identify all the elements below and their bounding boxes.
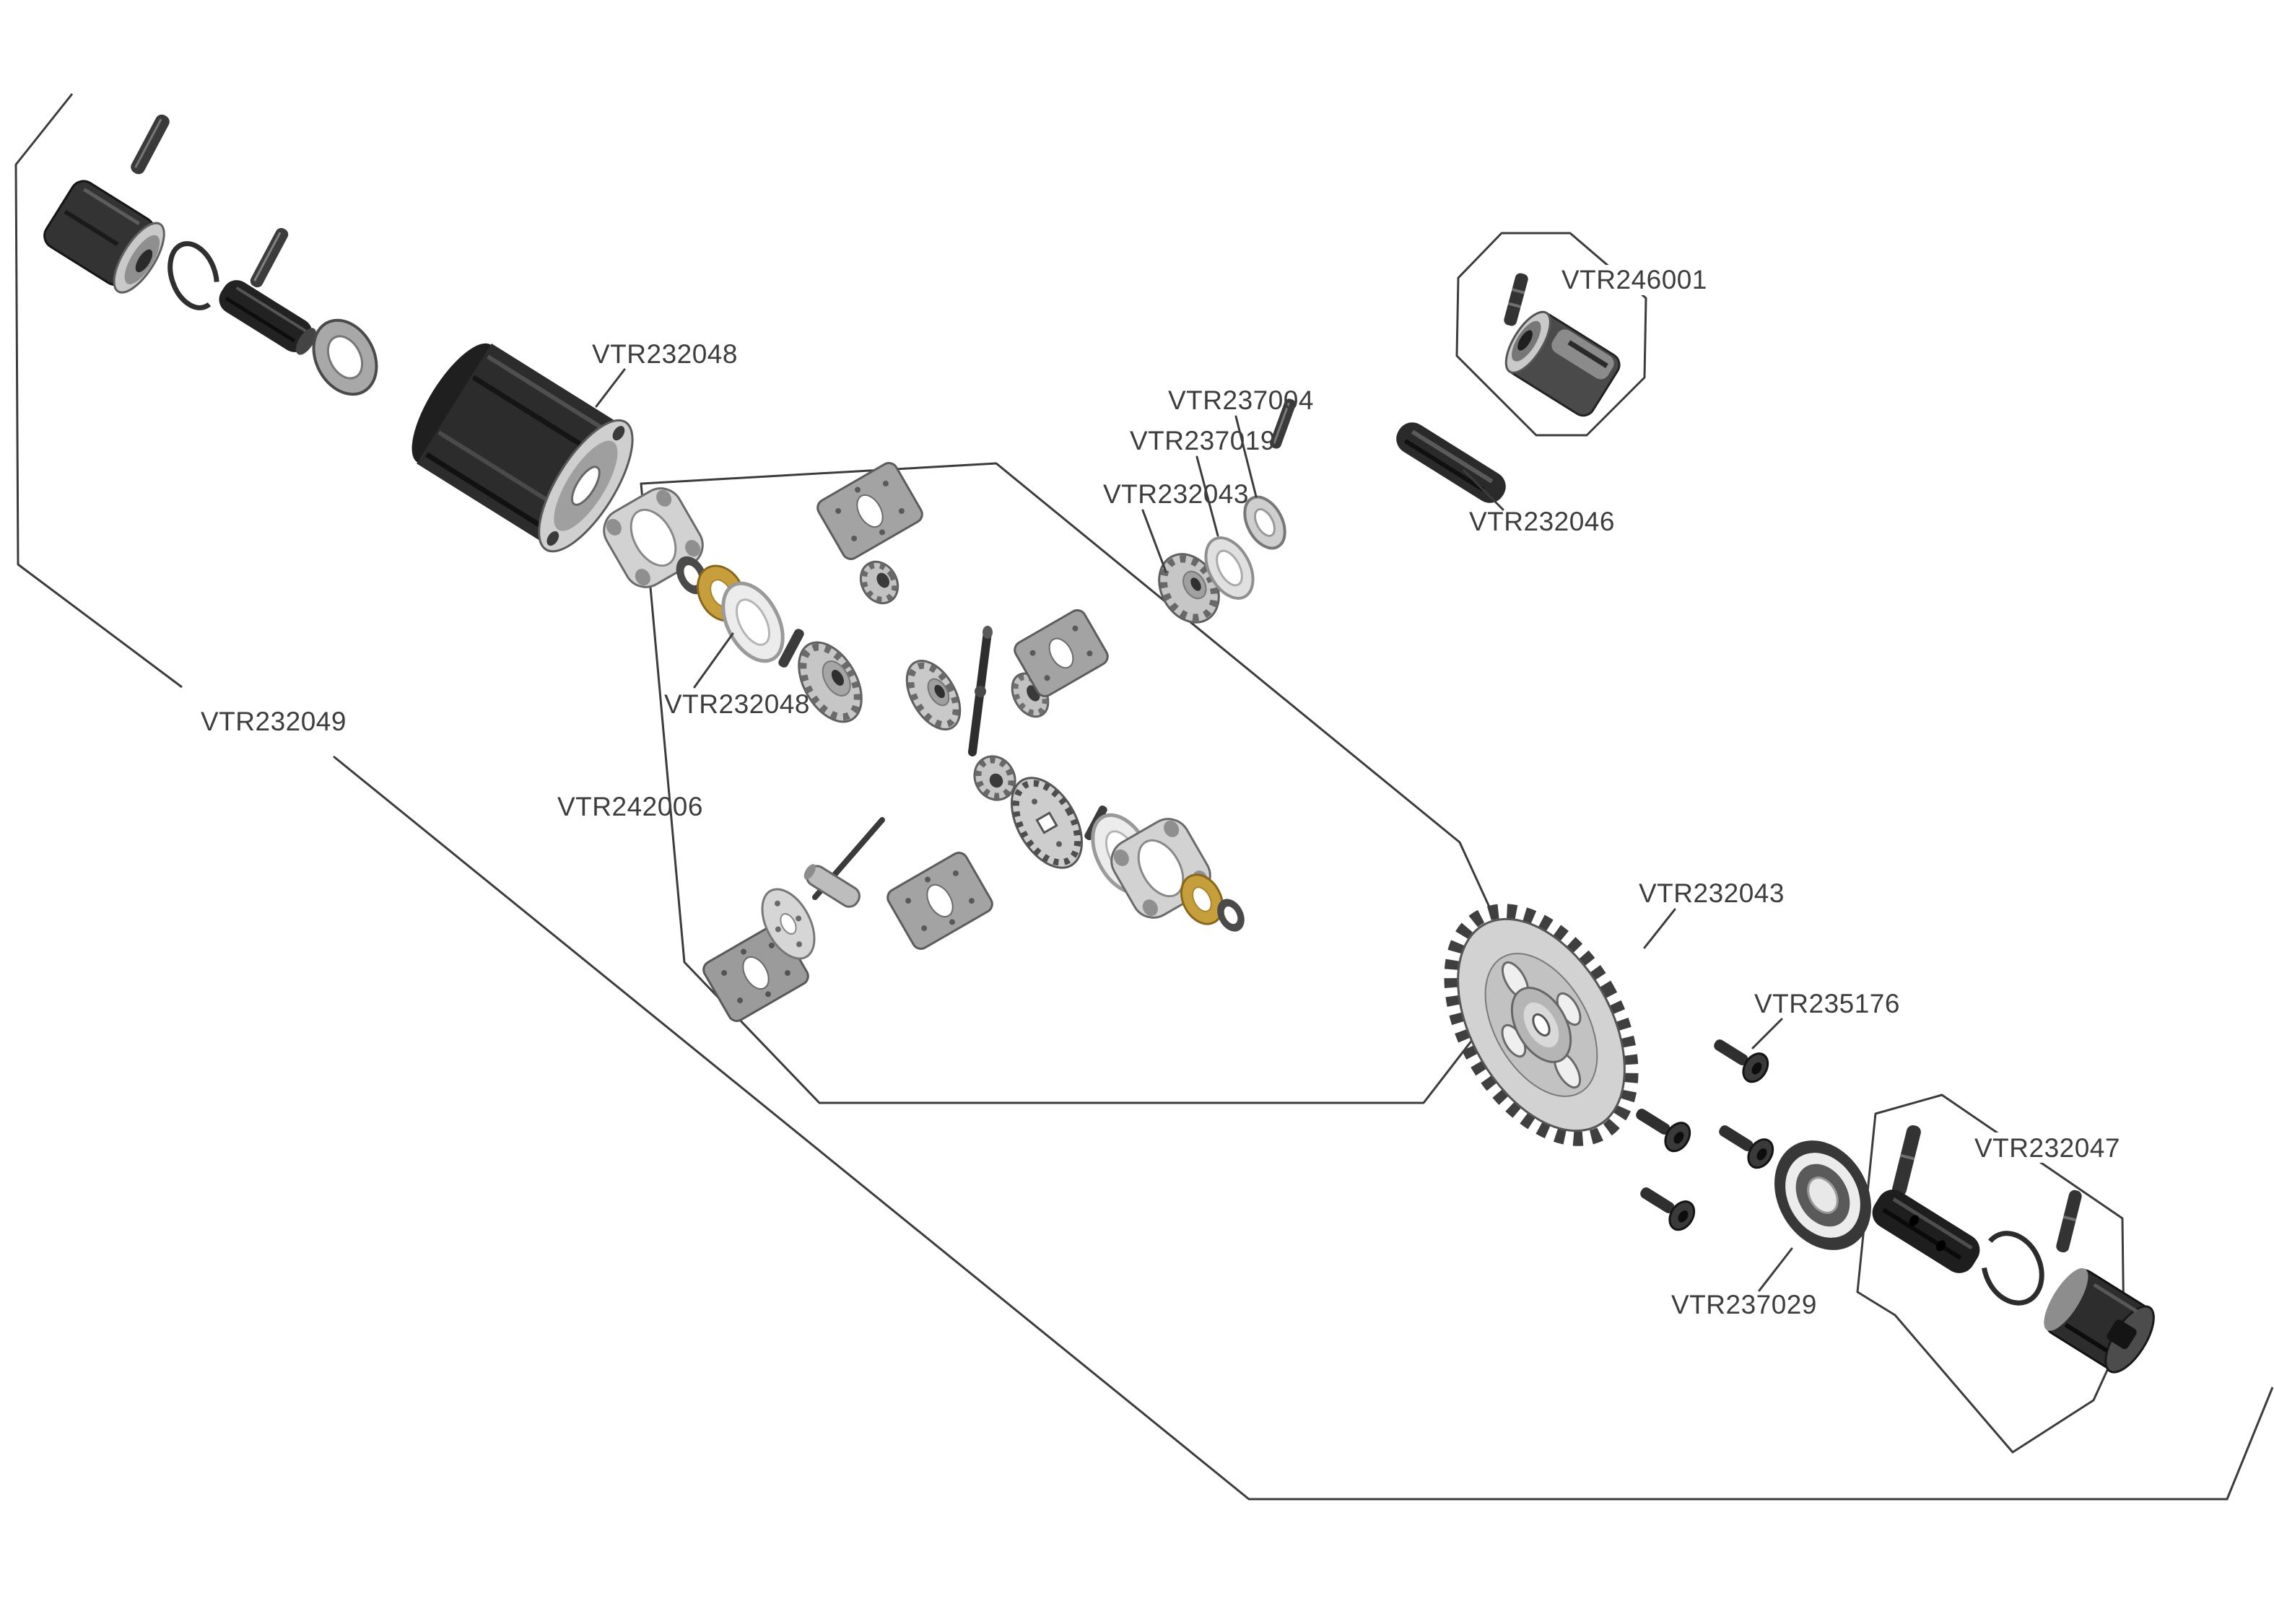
outer-assembly-outline-left: [14, 93, 183, 689]
metal-spacer-ring-left: [312, 318, 378, 396]
part-label-vtr232043-gear: VTR232043: [1639, 878, 1785, 908]
part-label-vtr237019: VTR237019: [1130, 426, 1276, 455]
leader-vtr232048-center: [693, 632, 734, 689]
washer-vtr237019: [1204, 536, 1255, 600]
ball-bearing-vtr237029: [1774, 1140, 1871, 1250]
cross-plate-top: [816, 462, 923, 560]
part-label-vtr232049: VTR232049: [201, 707, 347, 736]
sun-gear-disc: [1010, 777, 1084, 869]
flathead-screw-4: [1640, 1187, 1696, 1231]
part-label-vtr237029: VTR237029: [1671, 1290, 1817, 1319]
cross-plate-right: [1014, 609, 1109, 697]
label-mask-vtr232047: [1967, 1132, 2115, 1163]
leader-vtr237029: [1758, 1247, 1793, 1292]
dowel-pin-right-mid: [1270, 398, 1296, 449]
leader-vtr232048-top: [595, 368, 626, 408]
dowel-pin-top-left: [131, 114, 170, 175]
outdrive-coupler-right: [2044, 1267, 2155, 1374]
label-mask-vtr246001: [1554, 265, 1702, 295]
outdrive-coupler-left: [43, 180, 165, 294]
cross-pin-shaft: [968, 626, 993, 756]
cross-plate-center-bottom: [886, 852, 993, 950]
leader-vtr237019: [1195, 455, 1219, 537]
spline-coupler-shaft: [1872, 1189, 1980, 1273]
leader-vtr232043-bevel: [1141, 509, 1167, 573]
part-label-vtr232047: VTR232047: [1974, 1133, 2120, 1163]
diff-housing-drum: [411, 343, 634, 553]
bevel-pinion-top: [859, 560, 899, 605]
leader-vtr237004: [1234, 415, 1258, 498]
snap-ring-bottom-right: [1981, 1231, 2044, 1306]
spider-end-plate-left: [603, 487, 704, 588]
outer-assembly-outline-right: [333, 755, 2274, 1501]
bevel-input-gear: [1158, 553, 1220, 624]
part-label-vtr232048-top: VTR232048: [592, 339, 738, 369]
part-label-vtr232043-bevel: VTR232043: [1103, 479, 1249, 509]
leader-vtr232043-gear: [1643, 908, 1676, 949]
part-label-vtr246001: VTR246001: [1561, 265, 1707, 294]
flathead-screw-3: [1719, 1125, 1774, 1169]
shim-gold-right: [1180, 873, 1224, 925]
round-shim-plate: [761, 888, 816, 960]
part-label-vtr237004: VTR237004: [1168, 385, 1314, 415]
outdrive-cup-vtr246001: [1504, 310, 1621, 417]
part-label-vtr235176: VTR235176: [1754, 989, 1900, 1018]
part-label-vtr242006: VTR242006: [557, 792, 703, 821]
set-screw-vtr246001: [1504, 273, 1528, 326]
input-shaft-pin-vtr232046: [1396, 422, 1506, 503]
washer-dark-right: [1217, 899, 1245, 932]
dowel-pin-top-left-2: [250, 227, 289, 288]
part-label-vtr232048-center: VTR232048: [664, 689, 810, 719]
leader-vtr232046: [1463, 469, 1504, 511]
flathead-screw-2: [1636, 1109, 1691, 1153]
drive-shaft-stub-left: [219, 280, 316, 355]
bevel-side-gear-large: [798, 641, 863, 723]
label-mask-vtr232049: [189, 706, 341, 738]
flathead-screw-1: [1714, 1039, 1769, 1083]
group-outline-outdrive-top-right: [1455, 232, 1647, 437]
dowel-pin-bottom-right-1: [1892, 1125, 1921, 1197]
cylinder-pin-center: [803, 864, 861, 908]
snap-ring-top-left: [167, 241, 219, 310]
washer-vtr237004: [1243, 495, 1286, 550]
group-outline-center-diff-internals: [640, 462, 1501, 1104]
bevel-side-gear-mid: [905, 660, 962, 730]
dowel-pin-bottom-right-2: [2056, 1189, 2082, 1253]
leader-vtr235176: [1751, 1018, 1783, 1049]
part-label-vtr232046: VTR232046: [1469, 507, 1615, 536]
thrust-washer-left: [721, 581, 785, 663]
ring-gear-vtr232043: [1444, 904, 1639, 1146]
gear-pin-left: [778, 629, 804, 668]
bevel-pinion-bottom: [973, 755, 1016, 801]
